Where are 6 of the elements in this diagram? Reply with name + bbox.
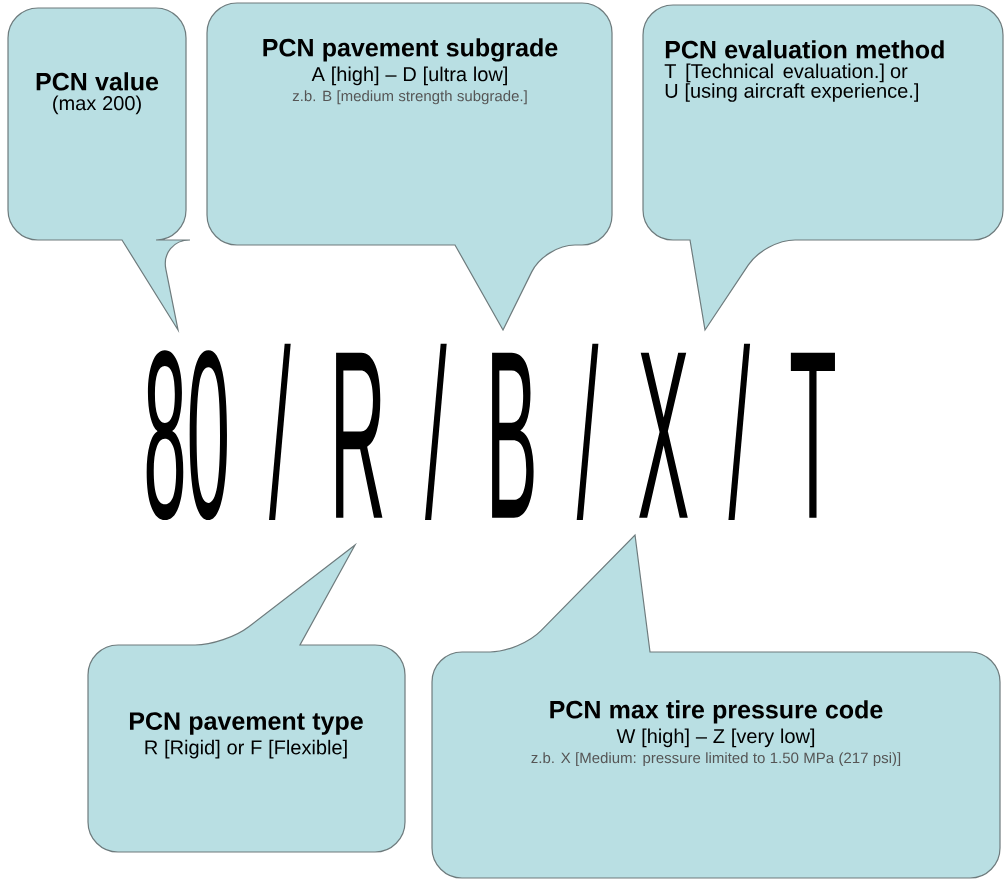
code-text: 80 / R / B / X / T bbox=[146, 343, 835, 521]
callout-bubble: PCN value (max 200) bbox=[7, 7, 191, 331]
callout-bubble: PCN pavement type R [Rigid] or F [Flexible] bbox=[87, 544, 406, 853]
callout-bubble: PCN pavement subgrade A [high] – D [ultra low] z.b. B [medium strength subgrade.] bbox=[206, 2, 613, 331]
callout-bubble: PCN evaluation method T [Technical evaluation.] or U [using aircraft experience.] bbox=[642, 4, 1004, 331]
callout-bubble: PCN max tire pressure code W [high] – Z [very low] z.b. X [Medium: pressure limited to 1.50 MPa (217 psi)] bbox=[431, 534, 1001, 879]
